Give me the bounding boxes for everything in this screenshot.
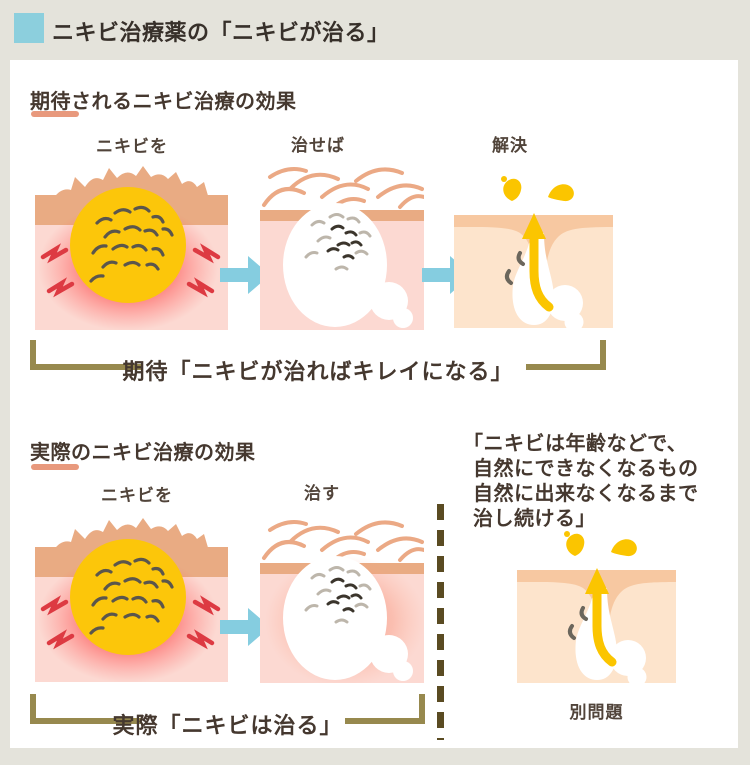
quote-line: 「ニキビは年齢などで、 bbox=[463, 433, 688, 455]
bracket-left-corner bbox=[30, 694, 142, 724]
step-label-acne: ニキビを bbox=[96, 137, 168, 156]
dashed-divider bbox=[437, 504, 444, 740]
actual-bracket: 実際「ニキビは治る」 bbox=[30, 694, 425, 738]
quote-line: 自然にできなくなるもの bbox=[473, 458, 699, 480]
sebum-expelled-illustration bbox=[452, 175, 615, 330]
sebum-expelled-illustration bbox=[515, 530, 678, 685]
separate-problem-label: 別問題 bbox=[569, 703, 624, 722]
healed-pore-with-redness-illustration bbox=[260, 520, 424, 683]
step-label-solved: 解決 bbox=[492, 136, 528, 155]
inflamed-acne-illustration bbox=[35, 517, 228, 682]
step-label-cure: 治す bbox=[304, 484, 340, 503]
step-label-if-cured: 治せば bbox=[291, 136, 345, 155]
accent-square-icon bbox=[14, 13, 44, 43]
quote-block: 「ニキビは年齢などで、 自然にできなくなるもの 自然に出来なくなるまで 治し続け… bbox=[463, 432, 699, 532]
healed-pore-illustration bbox=[260, 167, 424, 330]
step-label-acne: ニキビを bbox=[101, 486, 173, 505]
expected-bracket: 期待「ニキビが治ればキレイになる」 bbox=[30, 340, 606, 384]
expected-section-heading: 期待されるニキビ治療の効果 bbox=[30, 91, 297, 113]
bracket-right-corner bbox=[526, 340, 606, 370]
actual-bracket-text: 実際「ニキビは治る」 bbox=[112, 713, 343, 738]
heading-underline bbox=[31, 111, 79, 117]
bracket-right-corner bbox=[345, 694, 425, 724]
heading-underline bbox=[31, 464, 79, 470]
main-panel: 期待されるニキビ治療の効果 ニキビを 治せば 解決 期待「ニキビが治ればキレイに… bbox=[10, 60, 738, 748]
actual-section-heading: 実際のニキビ治療の効果 bbox=[30, 442, 256, 464]
page-title: ニキビ治療薬の「ニキビが治る」 bbox=[52, 20, 390, 45]
bracket-left-corner bbox=[30, 340, 142, 370]
quote-line: 治し続ける」 bbox=[473, 508, 596, 530]
expected-bracket-text: 期待「ニキビが治ればキレイになる」 bbox=[122, 359, 514, 384]
quote-line: 自然に出来なくなるまで bbox=[473, 483, 699, 505]
inflamed-acne-illustration bbox=[35, 165, 228, 330]
